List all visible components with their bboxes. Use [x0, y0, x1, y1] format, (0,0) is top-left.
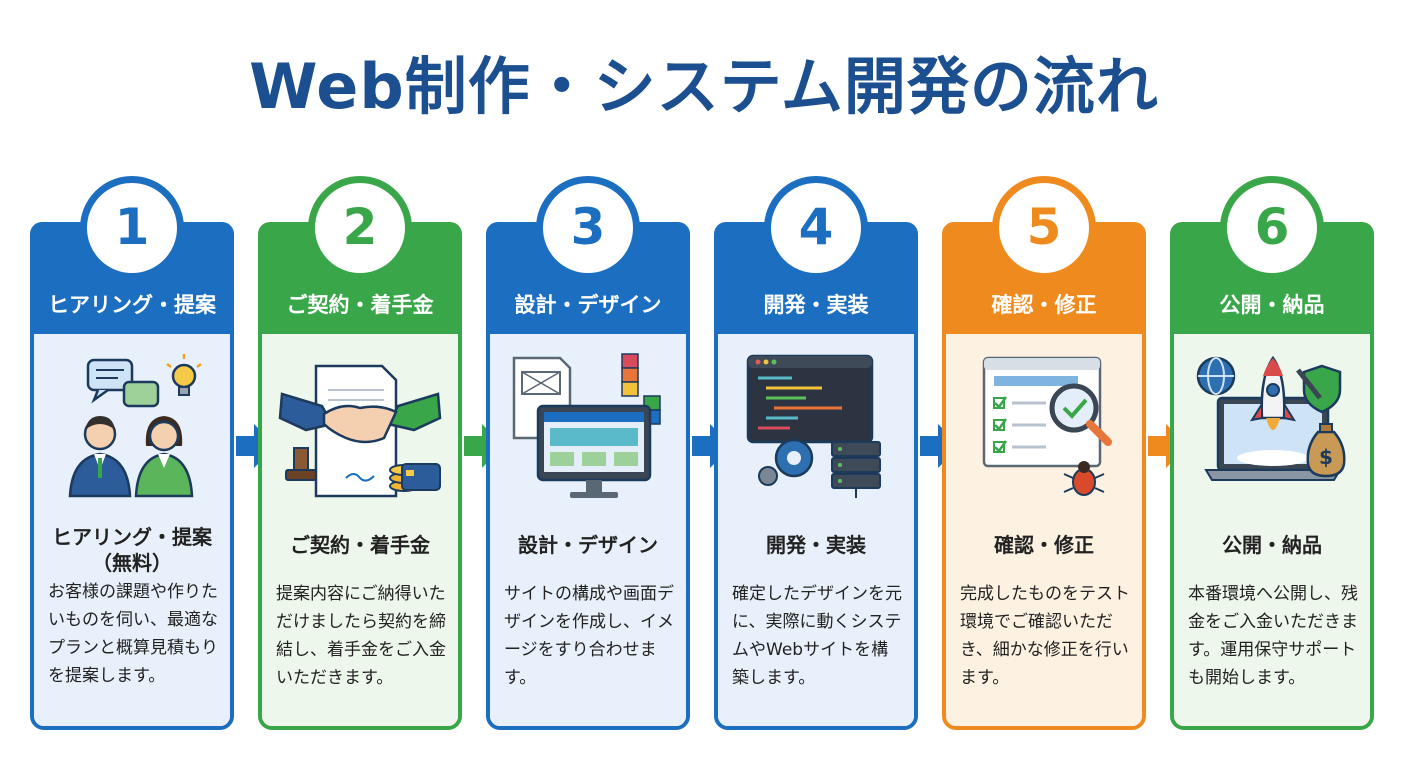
stamp-icon: [285, 447, 317, 481]
step-subtitle: ヒアリング・提案（無料）: [52, 525, 212, 575]
step-header-label: 設計・デザイン: [514, 293, 662, 317]
rocket-icon: [1249, 355, 1297, 430]
step-number-badge: 4: [764, 176, 868, 280]
gear-icon: [758, 438, 814, 486]
step-subtitle: 開発・実装: [766, 533, 866, 557]
step-number-badge: 3: [536, 176, 640, 280]
step-body: ヒアリング・提案（無料） お客様の課題や作りたいものを伺い、最適なプランと概算見…: [34, 334, 230, 726]
bug-icon: [1063, 461, 1105, 496]
step-card-4: 開発・実装 4: [714, 176, 918, 730]
step-number-badge: 1: [80, 176, 184, 280]
magnifier-icon: [1049, 383, 1112, 446]
step-body: 開発・実装 確定したデザインを元に、実際に動くシステムやWebサイトを構築します…: [718, 334, 914, 726]
step-description: 確定したデザインを元に、実際に動くシステムやWebサイトを構築します。: [732, 584, 902, 688]
step-subtitle: 設計・デザイン: [518, 533, 658, 557]
globe-icon: [1196, 356, 1236, 396]
step-card-2: ご契約・着手金 2: [258, 176, 462, 730]
contract-illustration: [276, 346, 444, 506]
step-header-label: ご契約・着手金: [286, 293, 434, 317]
speech-bubble-icon: [86, 358, 160, 408]
step-description: 提案内容にご納得いただけましたら契約を締結し、着手金をご入金いただきます。: [276, 584, 446, 688]
step-number-badge: 5: [992, 176, 1096, 280]
step-subtitle: 確認・修正: [994, 533, 1094, 557]
monitor-icon: [536, 404, 652, 498]
step-card-1: ヒアリング・提案 1: [30, 176, 234, 730]
step-subtitle: 公開・納品: [1222, 533, 1322, 557]
step-card-6: 公開・納品 6: [1170, 176, 1374, 730]
step-description: サイトの構成や画面デザインを作成し、イメージをすり合わせます。: [504, 584, 674, 688]
step-header-label: 開発・実装: [763, 293, 869, 317]
step-card-3: 設計・デザイン 3: [486, 176, 690, 730]
launch-illustration: $: [1188, 346, 1356, 506]
testing-illustration: [960, 346, 1128, 506]
step-body: ご契約・着手金 提案内容にご納得いただけましたら契約を締結し、着手金をご入金いた…: [262, 334, 458, 726]
step-description: 本番環境へ公開し、残金をご入金いただきます。運用保守サポートも開始します。: [1188, 584, 1358, 688]
step-body: 確認・修正 完成したものをテスト環境でご確認いただき、細かな修正を行います。: [946, 334, 1142, 726]
server-icon: [831, 441, 881, 498]
hearing-illustration: [48, 346, 216, 506]
page-title: Web制作・システム開発の流れ: [249, 50, 1159, 123]
color-palette-icon: [621, 353, 661, 425]
step-description: 完成したものをテスト環境でご確認いただき、細かな修正を行います。: [960, 584, 1130, 688]
step-body: $ 公開・納品 本番環境へ公開し、残金をご入金いただきます。運用保守サポートも開…: [1174, 334, 1370, 726]
step-card-5: 確認・修正 5: [942, 176, 1146, 730]
step-header-label: ヒアリング・提案: [48, 293, 216, 317]
credit-card-icon: [401, 463, 441, 491]
step-header-label: 公開・納品: [1219, 293, 1325, 317]
step-number-badge: 2: [308, 176, 412, 280]
flow-arrow-2: [462, 422, 506, 470]
businessman-icon: [68, 416, 132, 498]
businesswoman-icon: [134, 416, 194, 498]
flow-arrow-3: [690, 422, 734, 470]
lightbulb-icon: [166, 354, 202, 396]
flow-arrow-1: [234, 422, 278, 470]
handshake-icon: [278, 392, 442, 444]
development-illustration: [732, 346, 900, 506]
tools-shield-icon: [1296, 364, 1342, 414]
flow-arrow-4: [918, 422, 962, 470]
step-description: お客様の課題や作りたいものを伺い、最適なプランと概算見積もりを提案します。: [48, 582, 218, 686]
money-bag-icon: $: [1306, 423, 1346, 478]
step-number-badge: 6: [1220, 176, 1324, 280]
step-body: 設計・デザイン サイトの構成や画面デザインを作成し、イメージをすり合わせます。: [490, 334, 686, 726]
code-editor-icon: [746, 354, 874, 444]
flow-arrow-5: [1146, 422, 1190, 470]
step-subtitle: ご契約・着手金: [290, 533, 430, 557]
step-header-label: 確認・修正: [991, 293, 1097, 317]
design-illustration: [504, 346, 672, 506]
svg-text:$: $: [1319, 445, 1333, 469]
